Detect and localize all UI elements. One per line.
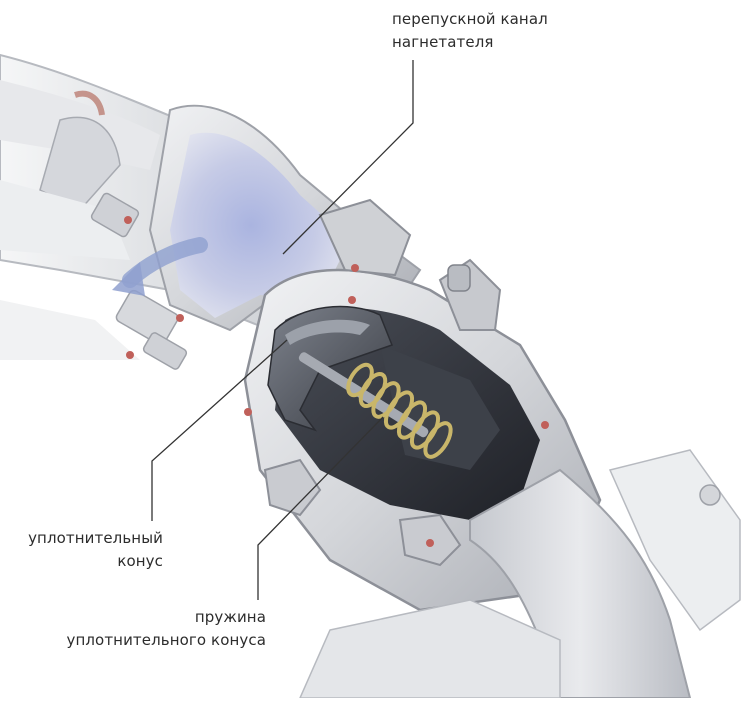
cone-spring-label-line-2: уплотнительного конуса — [0, 629, 266, 652]
sealing-cone-label-line-2: конус — [0, 550, 163, 573]
bypass-channel-label-line-2: нагнетателя — [392, 31, 548, 54]
bypass-channel-label: перепускной канал нагнетателя — [392, 8, 548, 54]
bypass-channel-label-line-1: перепускной канал — [392, 8, 548, 31]
cone-spring-label-line-1: пружина — [0, 606, 266, 629]
cone-spring-label: пружина уплотнительного конуса — [0, 606, 266, 652]
sealing-cone-label-line-1: уплотнительный — [0, 527, 163, 550]
sealing-cone-label: уплотнительный конус — [0, 527, 163, 573]
